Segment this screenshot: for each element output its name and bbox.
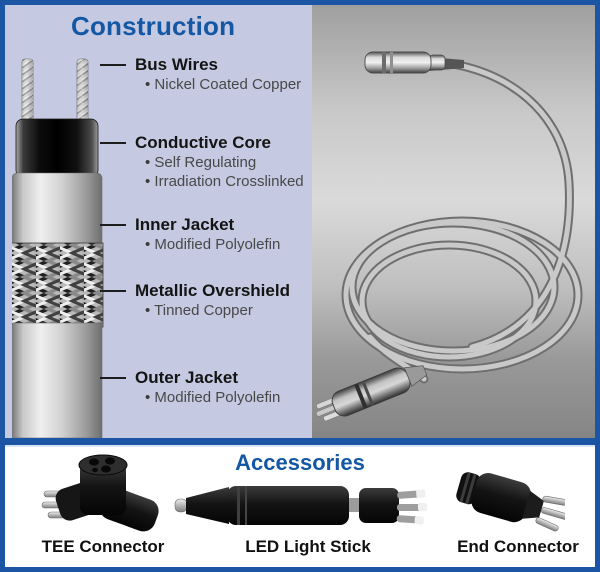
inner-jacket-graphic <box>12 172 103 248</box>
leader-line <box>100 290 126 292</box>
metallic-overshield-graphic <box>12 242 104 328</box>
cable-end-termination <box>364 51 464 74</box>
callout-bullet: Irradiation Crosslinked <box>135 172 303 192</box>
conductive-core-graphic <box>15 118 99 178</box>
callout-bullet: Tinned Copper <box>135 301 290 321</box>
accessories-title: Accessories <box>235 450 365 475</box>
construction-panel: Construction <box>5 5 312 438</box>
leader-line <box>100 224 126 226</box>
led-light-stick-label: LED Light Stick <box>245 537 371 556</box>
construction-title: Construction <box>71 11 236 41</box>
end-connector-image <box>456 471 565 532</box>
callout-heading: Conductive Core <box>135 133 272 152</box>
leader-line <box>100 377 126 379</box>
accessories-panel: Accessories <box>5 447 595 567</box>
cable-cutaway-illustration <box>12 58 104 438</box>
led-light-stick-image <box>174 486 427 525</box>
leader-line <box>100 142 126 144</box>
cable-coils <box>341 57 583 384</box>
leader-line <box>100 64 126 66</box>
section-divider <box>5 438 595 445</box>
callout-conductive-core: Conductive Core Self Regulating Irradiat… <box>100 133 304 192</box>
callout-bus-wires: Bus Wires Nickel Coated Copper <box>100 55 301 94</box>
callout-heading: Metallic Overshield <box>135 281 290 300</box>
section-divider-highlight <box>5 445 595 447</box>
callout-metallic-overshield: Metallic Overshield Tinned Copper <box>100 281 290 320</box>
tee-connector-image <box>41 454 159 532</box>
cable-photo-panel <box>312 5 595 438</box>
cable-plug-connector <box>315 365 428 422</box>
callout-bullet: Nickel Coated Copper <box>135 75 301 95</box>
callout-bullet: Modified Polyolefin <box>135 388 280 408</box>
bus-wires-graphic <box>21 58 89 126</box>
top-section: Construction <box>5 5 595 438</box>
outer-jacket-graphic <box>12 322 103 438</box>
callout-bullet: Modified Polyolefin <box>135 235 280 255</box>
coiled-cable-photo <box>315 51 583 422</box>
callout-heading: Outer Jacket <box>135 368 238 387</box>
tee-connector-label: TEE Connector <box>41 537 165 556</box>
callout-heading: Inner Jacket <box>135 215 235 234</box>
callout-bullet: Self Regulating <box>135 153 304 173</box>
callout-inner-jacket: Inner Jacket Modified Polyolefin <box>100 215 280 254</box>
callout-heading: Bus Wires <box>135 55 218 74</box>
callout-outer-jacket: Outer Jacket Modified Polyolefin <box>100 368 280 407</box>
end-connector-label: End Connector <box>457 537 579 556</box>
